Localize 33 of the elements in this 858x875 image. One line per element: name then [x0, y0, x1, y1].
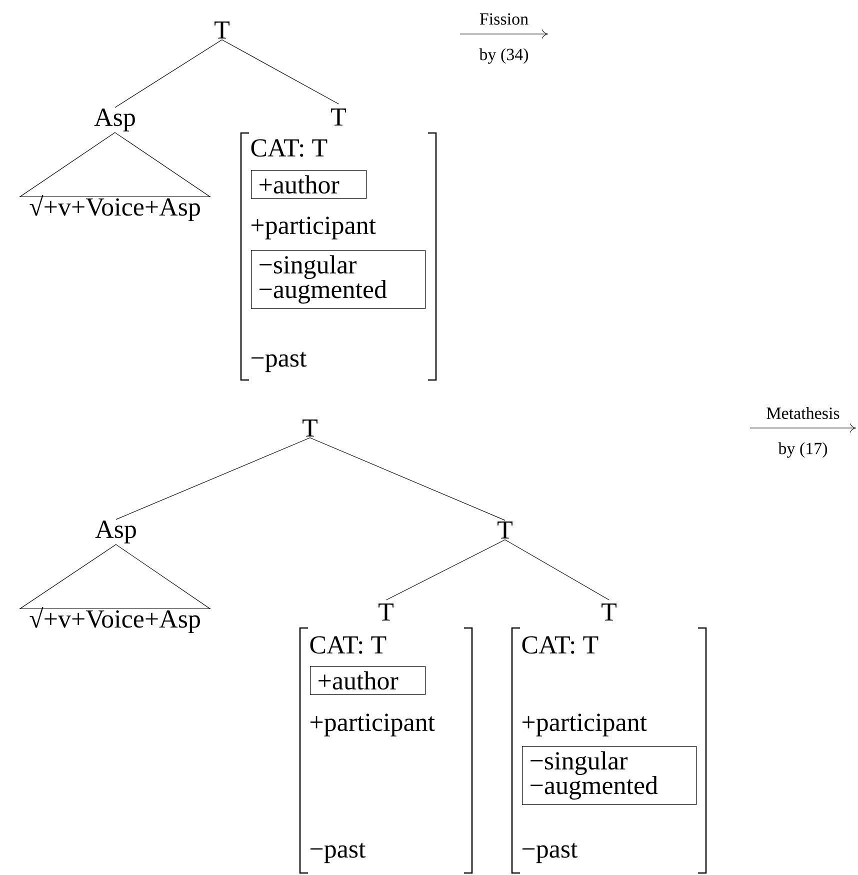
feature-text: −past — [252, 352, 307, 372]
feature-text: −past — [310, 842, 366, 864]
category-label: T — [302, 419, 318, 437]
branch-line — [222, 39, 339, 104]
boxed-feature: −singular −augmented — [251, 250, 426, 309]
leaf-text: √+v+Voice+Asp — [30, 194, 200, 222]
category-label: T — [214, 21, 230, 39]
boxed-feature: +author — [310, 666, 426, 695]
feature-matrix: T CAT: T +author +participant −past — [299, 603, 473, 874]
boxed-feature: −singular −augmented — [522, 746, 697, 805]
branch-line — [116, 437, 310, 520]
branch-line — [310, 437, 506, 521]
leaf-text: √+v+Voice+Asp — [30, 606, 200, 634]
category-label: Asp — [94, 108, 135, 132]
branch-line — [386, 539, 506, 600]
arrow-label: by (34) — [479, 48, 528, 64]
feature-matrix: T CAT: T +author +participant −singular −augmented −past — [240, 108, 437, 381]
feature-text: CAT: T — [251, 139, 328, 157]
boxed-feature: +author — [251, 170, 367, 199]
arrow-label: by (17) — [778, 442, 828, 458]
feature-text: +participant — [522, 714, 647, 736]
arrow-label: Fission — [480, 13, 528, 25]
feature-matrix: T CAT: T +participant −singular −augmented −past — [511, 603, 707, 874]
feature-text: +participant — [252, 216, 376, 240]
category-label: Asp — [95, 520, 136, 544]
category-label: T — [498, 521, 512, 539]
feature-text: −past — [522, 842, 578, 864]
feature-text: +participant — [310, 714, 435, 736]
branch-line — [504, 539, 610, 600]
feature-text: CAT: T — [522, 636, 598, 654]
feature-text: CAT: T — [310, 636, 386, 654]
arrow-label: Metathesis — [766, 407, 840, 419]
branch-line — [114, 39, 222, 108]
